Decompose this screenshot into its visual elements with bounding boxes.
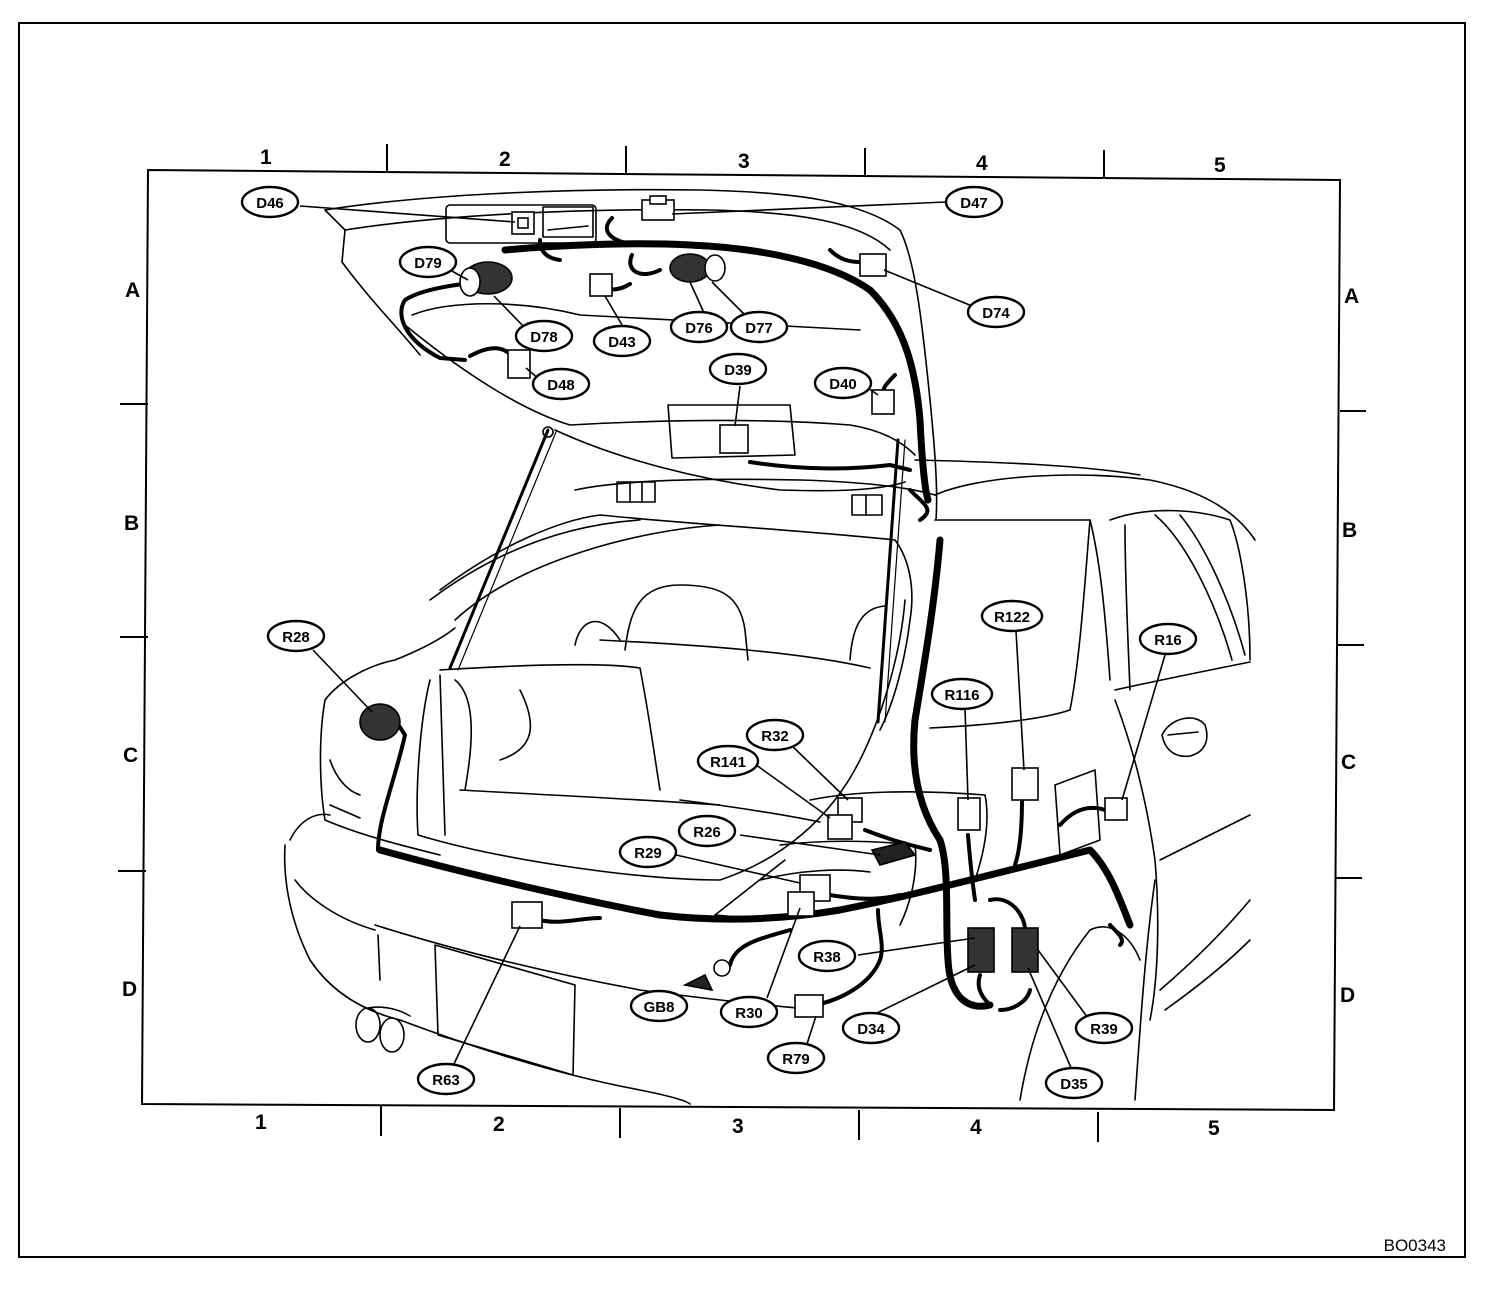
- svg-text:R32: R32: [761, 728, 789, 745]
- callout-r29: R29: [618, 835, 678, 869]
- outer-frame: [18, 22, 1466, 1258]
- svg-text:D46: D46: [256, 195, 284, 212]
- grid-col-bottom-3: 3: [732, 1115, 744, 1138]
- callout-d78: D78: [514, 319, 574, 353]
- grid-row-right-c: C: [1341, 751, 1356, 774]
- grid-col-top-4: 4: [976, 152, 988, 175]
- svg-text:R16: R16: [1154, 632, 1182, 649]
- callout-d48: D48: [531, 367, 591, 401]
- svg-text:D39: D39: [724, 362, 752, 379]
- svg-text:R30: R30: [735, 1005, 763, 1022]
- svg-text:R26: R26: [693, 824, 721, 841]
- svg-text:D79: D79: [414, 255, 442, 272]
- svg-text:GB8: GB8: [644, 999, 675, 1016]
- drawing-code: BO0343: [1383, 1236, 1446, 1255]
- svg-text:R116: R116: [944, 687, 979, 704]
- grid-row-right-a: A: [1344, 285, 1359, 308]
- callout-d74: D74: [966, 295, 1026, 329]
- inner-frame: [140, 168, 1342, 1112]
- svg-text:R63: R63: [432, 1072, 460, 1089]
- grid-row-left-d: D: [122, 978, 137, 1001]
- svg-text:R79: R79: [782, 1051, 810, 1068]
- leader-lines: [299, 201, 1166, 1071]
- grid-row-right-b: B: [1342, 519, 1357, 542]
- svg-text:D77: D77: [745, 320, 773, 337]
- callout-r63: R63: [416, 1062, 476, 1096]
- callout-r38: R38: [797, 939, 857, 973]
- grid-col-top-5: 5: [1214, 154, 1226, 177]
- callout-r16: R16: [1138, 622, 1198, 656]
- callout-d43: D43: [592, 324, 652, 358]
- grid-row-right-d: D: [1340, 984, 1355, 1007]
- callout-r79: R79: [766, 1041, 826, 1075]
- callout-r28: R28: [266, 619, 326, 653]
- grid-row-left-a: A: [125, 279, 140, 302]
- svg-text:R29: R29: [634, 845, 662, 862]
- connector-shapes: [359, 195, 1128, 1018]
- svg-text:R38: R38: [813, 949, 841, 966]
- callout-r122: R122: [980, 599, 1044, 633]
- svg-text:D34: D34: [857, 1021, 885, 1038]
- svg-text:R39: R39: [1090, 1021, 1118, 1038]
- callout-d76: D76: [669, 310, 729, 344]
- callout-r39: R39: [1074, 1011, 1134, 1045]
- callout-r116: R116: [930, 677, 994, 711]
- grid-row-left-c: C: [123, 744, 138, 767]
- callout-r32: R32: [745, 718, 805, 752]
- svg-text:D43: D43: [608, 334, 636, 351]
- callout-d39: D39: [708, 352, 768, 386]
- grid-col-top-3: 3: [738, 150, 750, 173]
- svg-text:D48: D48: [547, 377, 575, 394]
- grid-col-top-1: 1: [260, 146, 272, 169]
- svg-text:R122: R122: [994, 609, 1030, 626]
- svg-text:D76: D76: [685, 320, 713, 337]
- callout-d35: D35: [1044, 1066, 1104, 1100]
- grid-col-top-2: 2: [499, 148, 511, 171]
- grid-col-bottom-2: 2: [493, 1113, 505, 1136]
- callout-d40: D40: [813, 366, 873, 400]
- callout-r30: R30: [719, 995, 779, 1029]
- grid-ticks: [118, 144, 1366, 1142]
- callout-r141: R141: [696, 744, 760, 778]
- svg-text:D47: D47: [960, 195, 988, 212]
- grid-col-bottom-1: 1: [255, 1111, 267, 1134]
- vehicle-outline: [283, 188, 1256, 1105]
- callout-d46: D46: [240, 185, 300, 219]
- svg-text:R141: R141: [710, 754, 746, 771]
- callout-d34: D34: [841, 1011, 901, 1045]
- svg-text:D40: D40: [829, 376, 857, 393]
- callout-d47: D47: [944, 185, 1004, 219]
- callout-d79: D79: [398, 245, 458, 279]
- grid-row-left-b: B: [124, 512, 139, 535]
- svg-text:R28: R28: [282, 629, 310, 646]
- grid-col-bottom-4: 4: [970, 1116, 982, 1139]
- svg-text:D78: D78: [530, 329, 558, 346]
- grid-col-bottom-5: 5: [1208, 1117, 1220, 1140]
- svg-text:D74: D74: [982, 305, 1010, 322]
- callout-r26: R26: [677, 814, 737, 848]
- svg-text:D35: D35: [1060, 1076, 1088, 1093]
- callout-d77: D77: [729, 310, 789, 344]
- callout-gb8: GB8: [629, 989, 689, 1023]
